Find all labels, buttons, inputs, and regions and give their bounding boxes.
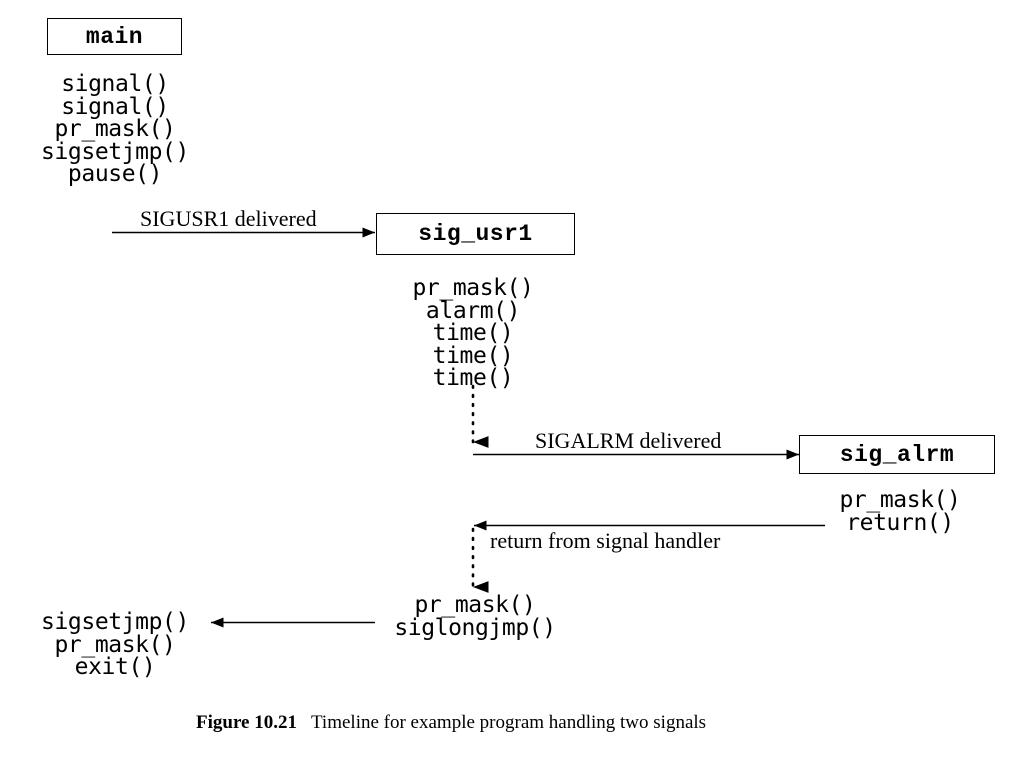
call-list-sig-usr1-line-4: time() (432, 342, 514, 369)
call-list-resume-line-1: pr_mask() (414, 592, 536, 618)
call-list-sig-alrm-line-2: return() (846, 509, 954, 536)
call-list-sig-usr1-line-5: time() (432, 365, 514, 391)
call-list-main-line-5: pause() (67, 161, 163, 187)
process-box-main-label: main (85, 23, 144, 50)
call-list-main-line-2: signal() (61, 93, 169, 120)
process-box-sig-alrm[interactable]: sig_alrm (799, 435, 995, 474)
edge-label-return-from-signal-handler: return from signal handler (490, 528, 721, 553)
call-list-sig-usr1-line-1: pr_mask() (412, 275, 534, 301)
figure-caption: Figure 10.21 Timeline for example program… (196, 712, 706, 734)
edge-label-sigusr1-delivered: SIGUSR1 delivered (140, 206, 317, 231)
process-box-sig-usr1[interactable]: sig_usr1 (376, 213, 575, 255)
edge-label-sigalrm-delivered: SIGALRM delivered (535, 428, 722, 453)
call-list-sig-alrm-line-1: pr_mask() (839, 487, 961, 513)
call-list-sig-usr1-line-3: time() (432, 320, 514, 346)
call-list-main-final-line-2: pr_mask() (54, 631, 176, 658)
call-list-resume-line-2: siglongjmp() (394, 614, 556, 641)
call-list-main-line-1: signal() (61, 71, 169, 97)
figure-caption-text: Timeline for example program handling tw… (310, 712, 707, 733)
figure-caption-number: Figure 10.21 (196, 712, 297, 733)
call-list-main-final-line-3: exit() (74, 654, 156, 680)
call-list-main-final: sigsetjmp() pr_mask() exit() (20, 611, 210, 679)
process-box-sig-alrm-label: sig_alrm (839, 441, 955, 468)
call-list-sig-usr1: pr_mask() alarm() time() time() time() (373, 277, 573, 390)
call-list-resume: pr_mask() siglongjmp() (385, 594, 565, 639)
process-box-sig-usr1-label: sig_usr1 (418, 221, 533, 247)
process-box-main[interactable]: main (47, 18, 182, 55)
call-list-main-final-line-1: sigsetjmp() (41, 609, 189, 635)
call-list-sig-usr1-line-2: alarm() (425, 297, 521, 324)
call-list-main: signal() signal() pr_mask() sigsetjmp() … (15, 73, 215, 186)
call-list-sig-alrm: pr_mask() return() (800, 489, 1000, 534)
call-list-main-line-3: pr_mask() (54, 116, 176, 142)
call-list-main-line-4: sigsetjmp() (41, 138, 189, 165)
